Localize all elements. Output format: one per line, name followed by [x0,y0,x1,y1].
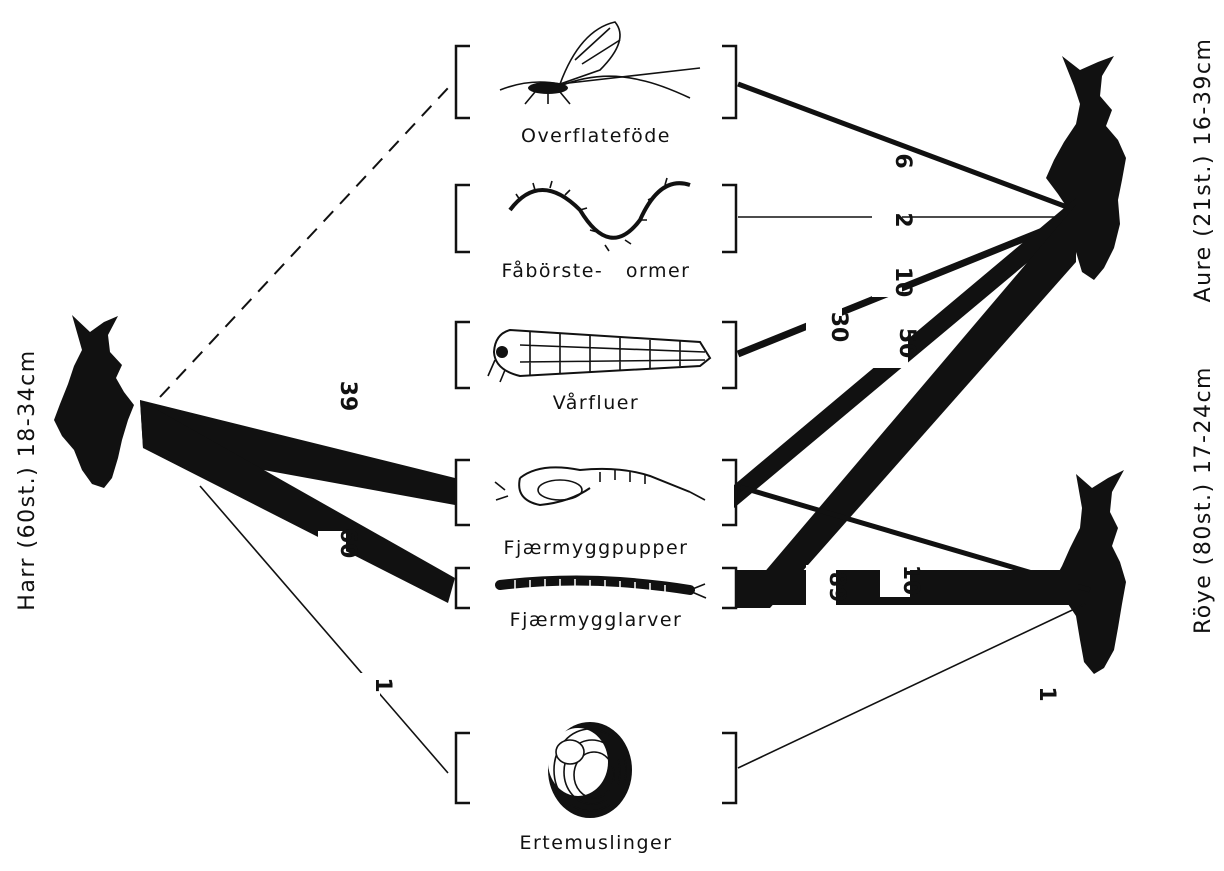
percent-label-aure-overflatefode: 6 [890,153,915,168]
link-aure-overflatefode [738,84,1075,210]
food-label-varfluer: Vårfluer [553,391,640,414]
link-harr-overflatefode [160,88,448,397]
food-label-overflatefode: Overflateföde [521,125,671,147]
percent-label-roye-fjaermygglarver: 89 [824,572,849,603]
food-label-fjaermyggpupper: Fjærmyggpupper [504,537,689,559]
fish-icon [54,315,134,488]
food-label-fjaermygglarver: Fjærmygglarver [510,609,683,631]
pea-mussel-icon [548,722,632,818]
caddis-larva-icon [488,330,710,382]
percent-label-aure-fjaermyggpupper: 30 [826,312,851,343]
food-label-faborstemormer: Fåbörste- ormer [502,259,691,282]
mayfly-icon [500,22,700,104]
food-label-ertemuslinger: Ertemuslinger [519,832,672,854]
percent-label-aure-varfluer: 10 [890,267,915,298]
worm-icon [510,178,690,251]
chironomid-pupa-icon [495,467,705,505]
percent-label-aure-faborstemormer: 2 [890,212,915,227]
fish-label-roye: Röye (80st.) 17-24cm [1191,366,1216,634]
percent-label-aure-fjaermygglarver: 50 [894,328,919,359]
percent-label-harr-ertemuslinger: 1 [370,677,395,692]
food-brackets [456,46,736,803]
fish-label-harr: Harr (60st.) 18-34cm [15,349,40,610]
fish-label-aure: Aure (21st.) 16-39cm [1191,38,1216,303]
link-harr-fjaermygglarver [140,400,455,603]
percent-label-harr-fjaermygglarver: 60 [335,528,360,559]
link-aure-fjaermygglarver [734,205,1076,608]
chironomid-larva-icon [500,579,706,598]
percent-label-roye-ertemuslinger: 1 [1034,686,1059,701]
percent-label-harr-fjaermyggpupper: 39 [335,381,360,412]
percent-label-roye-fjaermyggpupper: 10 [898,565,923,596]
